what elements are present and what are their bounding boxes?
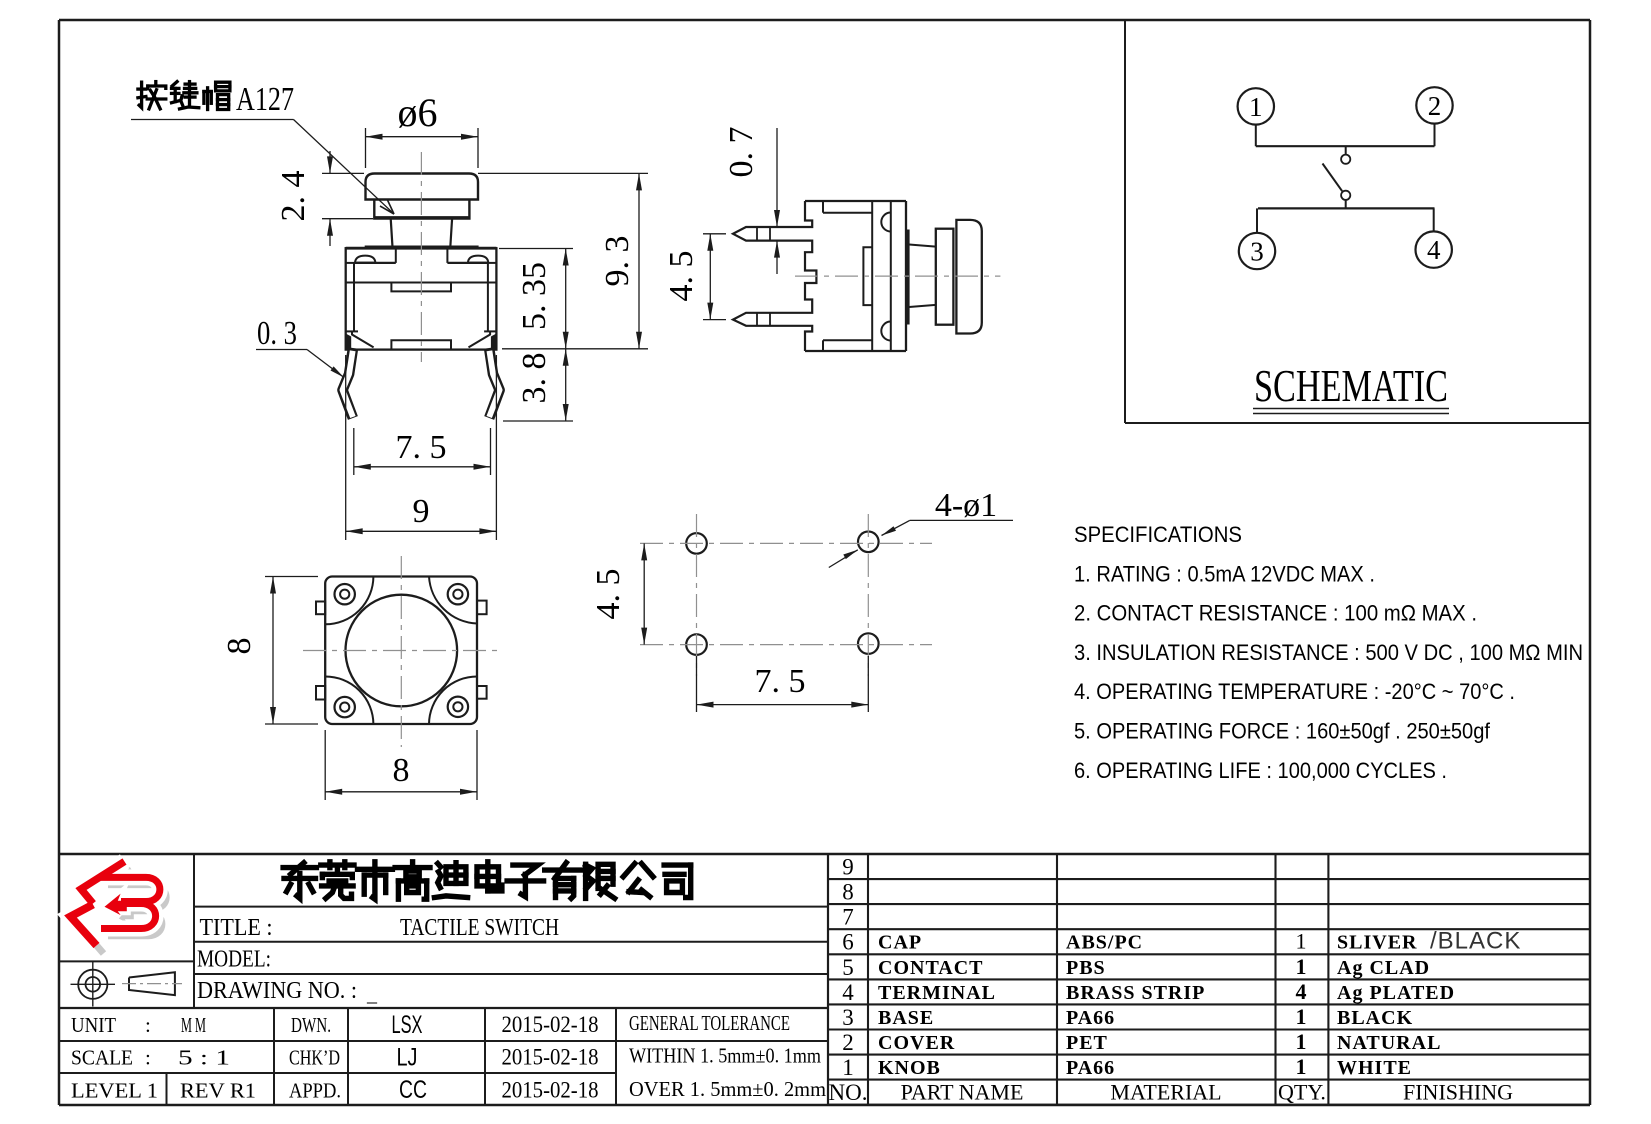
svg-text:KNOB: KNOB <box>878 1057 941 1079</box>
svg-text:6. OPERATING LIFE : 100,000 CY: 6. OPERATING LIFE : 100,000 CYCLES . <box>1074 758 1447 783</box>
svg-text:1: 1 <box>1249 92 1263 122</box>
svg-text:BASE: BASE <box>878 1007 934 1029</box>
svg-text:9: 9 <box>413 493 430 530</box>
svg-text:4-ø1: 4-ø1 <box>935 487 997 524</box>
svg-text:UNIT: UNIT <box>71 1013 116 1037</box>
svg-text:REV R1: REV R1 <box>180 1079 256 1103</box>
svg-text:0. 3: 0. 3 <box>257 315 297 352</box>
svg-text:OVER 1. 5mm±0. 2mm: OVER 1. 5mm±0. 2mm <box>629 1077 826 1101</box>
svg-text:2015-02-18: 2015-02-18 <box>502 1078 599 1103</box>
svg-text:1: 1 <box>1296 929 1307 954</box>
svg-text:PBS: PBS <box>1066 957 1106 979</box>
svg-text:4: 4 <box>842 980 854 1005</box>
svg-text:SPECIFICATIONS: SPECIFICATIONS <box>1074 522 1242 547</box>
svg-text:QTY.: QTY. <box>1278 1080 1326 1105</box>
svg-text::: : <box>145 1013 151 1037</box>
svg-text:TERMINAL: TERMINAL <box>878 982 996 1004</box>
svg-text:NO.: NO. <box>829 1080 868 1105</box>
svg-text:SCALE: SCALE <box>71 1046 133 1070</box>
svg-text:BLACK: BLACK <box>1337 1007 1413 1029</box>
svg-text:SCHEMATIC: SCHEMATIC <box>1254 360 1448 411</box>
svg-text:LEVEL 1: LEVEL 1 <box>71 1079 158 1103</box>
svg-text:COVER: COVER <box>878 1032 955 1054</box>
svg-text:2. CONTACT RESISTANCE : 100 mΩ: 2. CONTACT RESISTANCE : 100 mΩ MAX . <box>1074 601 1477 626</box>
svg-text:PA66: PA66 <box>1066 1057 1115 1079</box>
svg-text:4: 4 <box>1427 235 1441 265</box>
svg-text:9. 3: 9. 3 <box>599 236 636 287</box>
svg-text:4. OPERATING TEMPERATURE : -20: 4. OPERATING TEMPERATURE : -20°C ~ 70°C … <box>1074 679 1515 704</box>
svg-text:MATERIAL: MATERIAL <box>1110 1080 1221 1105</box>
svg-text:FINISHING: FINISHING <box>1403 1080 1513 1105</box>
svg-text:8: 8 <box>221 638 258 655</box>
svg-text:LSX: LSX <box>392 1011 423 1039</box>
svg-text:SLIVER: SLIVER <box>1337 932 1417 954</box>
svg-text:1: 1 <box>1296 1029 1307 1054</box>
svg-text:1: 1 <box>1296 954 1307 979</box>
svg-text:6: 6 <box>842 930 854 955</box>
svg-text:4. 5: 4. 5 <box>590 569 627 620</box>
svg-text:2: 2 <box>1428 91 1442 121</box>
svg-text:Ag PLATED: Ag PLATED <box>1337 982 1455 1004</box>
svg-text:2: 2 <box>842 1030 854 1055</box>
svg-text:1: 1 <box>1296 1004 1307 1029</box>
svg-text:DWN.: DWN. <box>291 1013 331 1037</box>
svg-text:0. 7: 0. 7 <box>723 127 760 178</box>
svg-text:_: _ <box>366 984 378 1006</box>
svg-text:1. RATING : 0.5mA 12VDC MAX .: 1. RATING : 0.5mA 12VDC MAX . <box>1074 561 1375 586</box>
svg-text:PA66: PA66 <box>1066 1007 1115 1029</box>
svg-text:GENERAL TOLERANCE: GENERAL TOLERANCE <box>629 1011 790 1035</box>
svg-text:ø6: ø6 <box>398 90 438 135</box>
svg-text:DRAWING NO. :: DRAWING NO. : <box>197 978 357 1004</box>
svg-text:3. 8: 3. 8 <box>516 353 553 404</box>
svg-text:1: 1 <box>1296 1054 1307 1079</box>
svg-text::: : <box>145 1046 151 1070</box>
svg-text:4: 4 <box>1296 979 1307 1004</box>
svg-text:CC: CC <box>399 1076 427 1104</box>
svg-text:A127: A127 <box>236 81 294 118</box>
svg-text:NATURAL: NATURAL <box>1337 1032 1441 1054</box>
svg-text:5: 5 <box>842 955 854 980</box>
svg-text:CONTACT: CONTACT <box>878 957 984 979</box>
svg-text:PART NAME: PART NAME <box>901 1080 1024 1105</box>
svg-text:5 : 1: 5 : 1 <box>178 1046 230 1070</box>
svg-text:8: 8 <box>393 752 410 789</box>
svg-text:3. INSULATION RESISTANCE : 500: 3. INSULATION RESISTANCE : 500 V DC , 10… <box>1074 640 1583 665</box>
svg-text:APPD.: APPD. <box>289 1079 341 1103</box>
svg-text:7. 5: 7. 5 <box>396 429 447 466</box>
svg-text:CHK’D: CHK’D <box>289 1046 340 1070</box>
svg-text:WITHIN 1. 5mm±0. 1mm: WITHIN 1. 5mm±0. 1mm <box>629 1044 821 1068</box>
svg-text:1: 1 <box>842 1055 854 1080</box>
svg-text:LJ: LJ <box>397 1044 418 1072</box>
svg-text:7: 7 <box>842 905 854 930</box>
svg-text:MODEL:: MODEL: <box>197 947 271 973</box>
svg-text:M M: M M <box>181 1013 206 1037</box>
svg-text:8: 8 <box>842 880 854 905</box>
svg-text:3: 3 <box>842 1005 854 1030</box>
svg-text:2. 4: 2. 4 <box>275 171 312 222</box>
svg-text:BRASS STRIP: BRASS STRIP <box>1066 982 1205 1004</box>
svg-text:/BLACK: /BLACK <box>1430 928 1521 955</box>
svg-text:ABS/PC: ABS/PC <box>1066 932 1143 954</box>
svg-text:7. 5: 7. 5 <box>755 663 806 700</box>
svg-text:4. 5: 4. 5 <box>663 251 700 302</box>
svg-text:WHITE: WHITE <box>1337 1057 1412 1079</box>
svg-text:3: 3 <box>1250 237 1264 267</box>
svg-text:TACTILE SWITCH: TACTILE SWITCH <box>400 915 559 941</box>
svg-text:2015-02-18: 2015-02-18 <box>502 1012 599 1037</box>
svg-text:TITLE :: TITLE : <box>200 915 273 941</box>
svg-text:CAP: CAP <box>878 932 922 954</box>
svg-text:5. 35: 5. 35 <box>516 262 553 330</box>
svg-text:PET: PET <box>1066 1032 1108 1054</box>
svg-text:5. OPERATING FORCE : 160±50gf: 5. OPERATING FORCE : 160±50gf . 250±50gf <box>1074 719 1491 744</box>
svg-text:Ag CLAD: Ag CLAD <box>1337 957 1430 979</box>
svg-text:2015-02-18: 2015-02-18 <box>502 1045 599 1070</box>
svg-text:9: 9 <box>842 855 854 880</box>
